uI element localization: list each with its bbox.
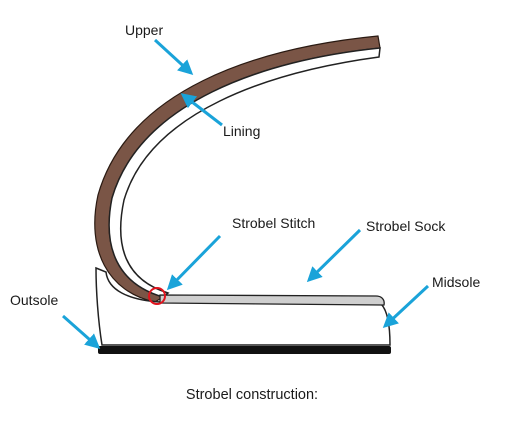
lining-arrow <box>180 93 223 127</box>
strobel-sock <box>159 294 385 306</box>
outsole-arrow <box>62 314 101 349</box>
midsole-label: Midsole <box>432 274 480 290</box>
outsole <box>98 346 391 354</box>
lining-label: Lining <box>223 123 260 139</box>
lining-layer <box>108 47 381 298</box>
strobel-stitch-label: Strobel Stitch <box>232 215 315 231</box>
strobel-sock-label: Strobel Sock <box>366 218 446 234</box>
upper-label: Upper <box>125 22 163 38</box>
midsole-arrow <box>382 284 430 329</box>
upper-arrow <box>153 38 194 76</box>
outsole-label: Outsole <box>10 292 58 308</box>
strobel-stitch-marker <box>148 287 166 305</box>
strobel-sock-arrow <box>306 228 362 283</box>
diagram-caption: Strobel construction: <box>186 387 318 403</box>
strobel-stitch-arrow <box>166 234 222 291</box>
